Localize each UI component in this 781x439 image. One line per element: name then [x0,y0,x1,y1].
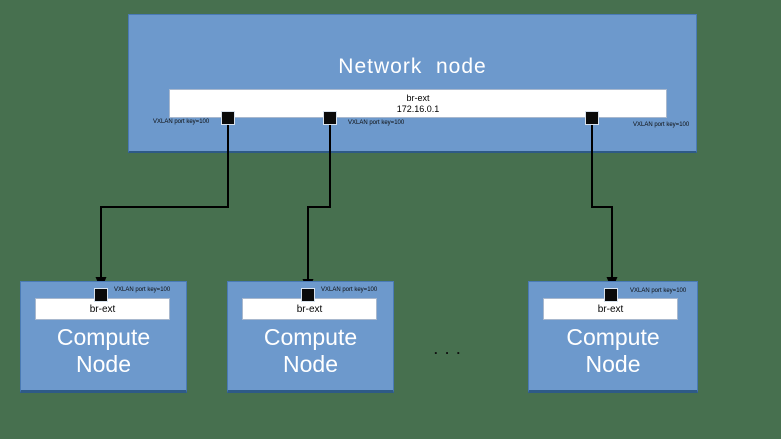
vxlan-port-label: VXLAN port key=100 [153,119,210,125]
vxlan-port-label: VXLAN port key=100 [114,287,171,293]
compute-bridge-box: br-ext [35,298,170,320]
compute-bridge-box: br-ext [242,298,377,320]
network-bridge-name: br-ext [406,92,430,103]
compute-bridge-box: br-ext [543,298,678,320]
vxlan-port-label: VXLAN port key=100 [633,122,690,128]
vxlan-port-label: VXLAN port key=100 [630,288,687,294]
compute-node-title-line2: Node [76,351,131,377]
compute-node-title-line2: Node [585,351,641,377]
vxlan-port-label: VXLAN port key=100 [321,287,378,293]
compute-node-title-line1: Compute [263,324,358,350]
compute-node-title-line2: Node [283,351,338,377]
vxlan-port-icon [604,288,618,302]
network-bridge-box: br-ext 172.16.0.1 [169,89,667,118]
vxlan-port-icon [301,288,315,302]
compute-node-2: br-ext Compute Node [227,281,394,393]
vxlan-port-label: VXLAN port key=100 [348,120,405,126]
compute-node-title: Compute Node [21,324,186,378]
compute-node-title-line1: Compute [566,324,660,350]
network-node-title: Network node [338,55,487,78]
compute-node-title: Compute Node [228,324,393,378]
vxlan-port-icon [94,288,108,302]
compute-node-1: br-ext Compute Node [20,281,187,393]
network-node-box: Network node [128,14,697,153]
network-bridge-ip: 172.16.0.1 [396,103,440,114]
more-nodes-ellipsis: . . . [434,342,463,357]
vxlan-port-icon [323,111,337,125]
vxlan-port-icon [585,111,599,125]
vxlan-port-icon [221,111,235,125]
compute-node-title: Compute Node [529,324,697,378]
compute-node-title-line1: Compute [56,324,151,350]
